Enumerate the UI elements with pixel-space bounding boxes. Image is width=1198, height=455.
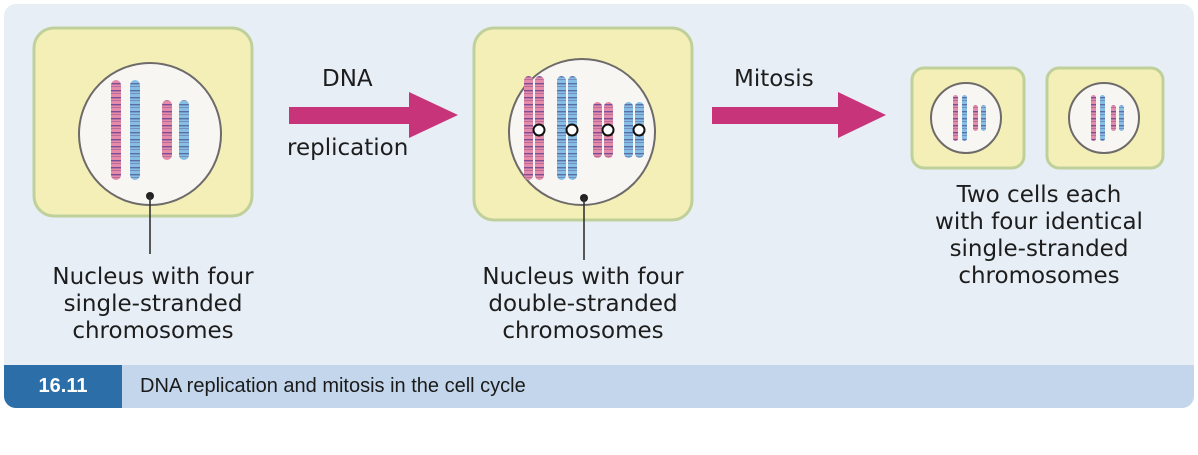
centromere (601, 123, 615, 137)
figure-panel: DNA replication Mitosis Nucleus with fou… (4, 4, 1194, 408)
cell-single-stranded (32, 26, 254, 254)
nucleus (78, 62, 222, 206)
mitosis-arrow (712, 92, 886, 138)
label-double-stranded-nucleus: Nucleus with four double-stranded chromo… (482, 264, 684, 344)
centromere (532, 123, 546, 137)
figure-number: 16.11 (4, 365, 122, 408)
label-two-daughter-cells: Two cells each with four identical singl… (935, 182, 1143, 289)
single-stranded-chromosomes (111, 80, 189, 180)
figure-title: DNA replication and mitosis in the cell … (140, 375, 526, 397)
arrow-label-mitosis: Mitosis (734, 66, 814, 92)
cell-double-stranded (472, 26, 694, 260)
replication-arrow (289, 92, 458, 138)
daughter-cell-a (910, 66, 1026, 170)
daughter-cell-b (1045, 66, 1165, 170)
cell-cycle-diagram (32, 26, 1165, 260)
figure-caption-bar: 16.11 DNA replication and mitosis in the… (4, 365, 1194, 408)
arrow-label-dna: DNA (322, 66, 373, 92)
centromere (632, 123, 646, 137)
double-stranded-chromosomes (524, 76, 646, 180)
arrow-label-replication: replication (287, 135, 409, 161)
nucleus (508, 58, 656, 206)
centromere (565, 123, 579, 137)
label-single-stranded-nucleus: Nucleus with four single-stranded chromo… (52, 264, 254, 344)
single-stranded-chromosomes (953, 95, 986, 141)
single-stranded-chromosomes (1091, 95, 1124, 141)
